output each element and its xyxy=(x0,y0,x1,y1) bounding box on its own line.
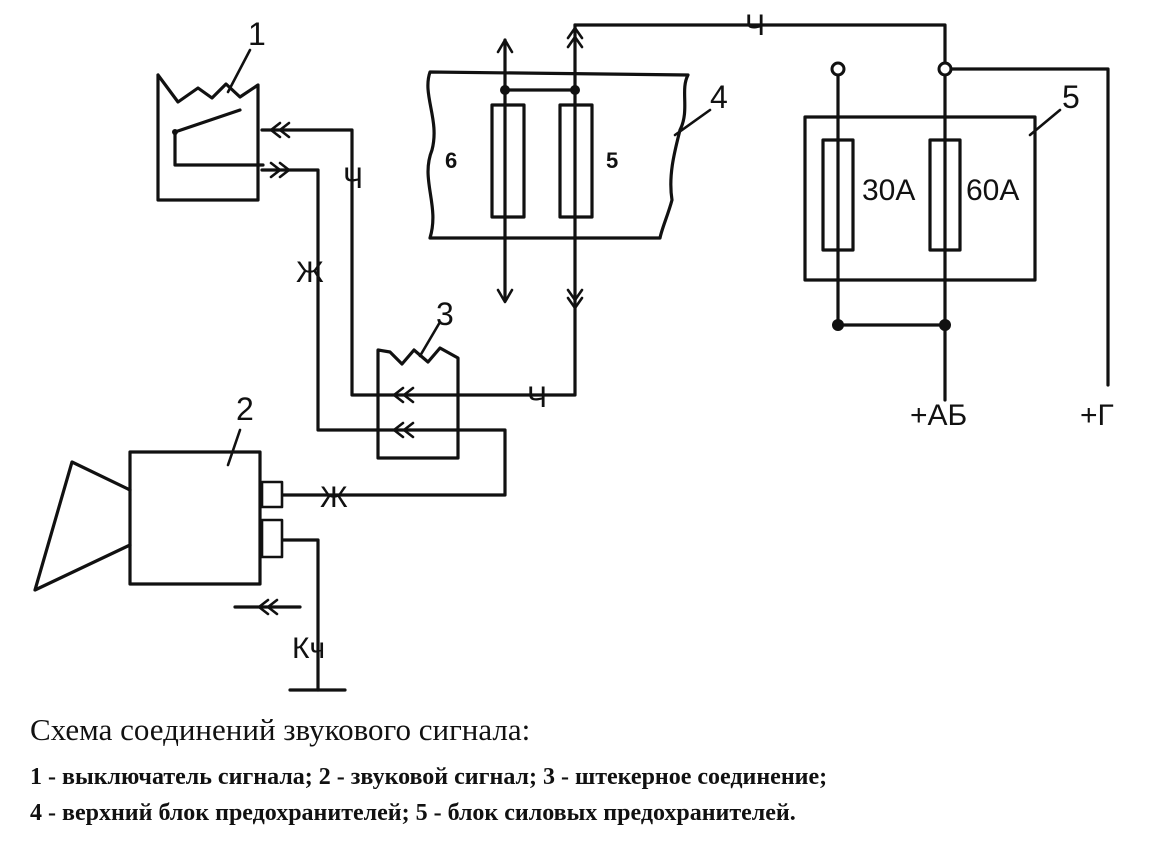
label-fuse-60a: 60А xyxy=(966,174,1019,207)
caption-legend-line-1: 1 - выключатель сигнала; 2 - звуковой си… xyxy=(30,764,828,790)
label-fuse-6: 6 xyxy=(445,148,457,173)
caption-title: Схема соединений звукового сигнала: xyxy=(30,712,531,747)
label-switch-number: 1 xyxy=(248,16,266,52)
power-fuse-block xyxy=(803,61,1110,402)
label-wire-switch: Ч xyxy=(343,162,363,195)
label-power-block-number: 5 xyxy=(1062,79,1080,115)
plug-connector xyxy=(376,346,460,460)
label-wire-yellow-left: Ж xyxy=(296,256,324,289)
horn xyxy=(33,450,347,692)
connector-output-wires xyxy=(281,298,577,497)
label-wire-yellow-horn: Ж xyxy=(320,481,348,514)
label-wire-ground: Кч xyxy=(292,632,325,665)
label-wire-connector: Ч xyxy=(527,381,547,414)
label-horn-number: 2 xyxy=(236,391,254,427)
label-terminal-generator: +Г xyxy=(1080,399,1114,432)
connector-leader-line xyxy=(418,320,442,358)
horn-leader-line xyxy=(226,428,242,467)
caption-legend-line-2: 4 - верхний блок предохранителей; 5 - бл… xyxy=(30,800,796,826)
label-connector-number: 3 xyxy=(436,296,454,332)
horn-switch xyxy=(156,73,265,202)
power-block-leader-line xyxy=(1028,108,1062,137)
label-wire-top: Ч xyxy=(745,9,765,42)
top-wire xyxy=(573,23,947,70)
switch-output-wires xyxy=(260,121,412,432)
label-fuse-5: 5 xyxy=(606,148,618,173)
wiring-diagram: 1 2 3 4 5 6 5 30А 60А Ч Ч Ч Ж Ж Кч +АБ +… xyxy=(33,9,1114,692)
upper-fuse-block xyxy=(426,23,690,310)
label-fuse-30a: 30А xyxy=(862,174,915,207)
upper-block-leader-line xyxy=(673,108,712,137)
label-upper-block-number: 4 xyxy=(710,79,728,115)
switch-leader-line xyxy=(226,48,252,94)
label-terminal-battery: +АБ xyxy=(910,399,967,432)
